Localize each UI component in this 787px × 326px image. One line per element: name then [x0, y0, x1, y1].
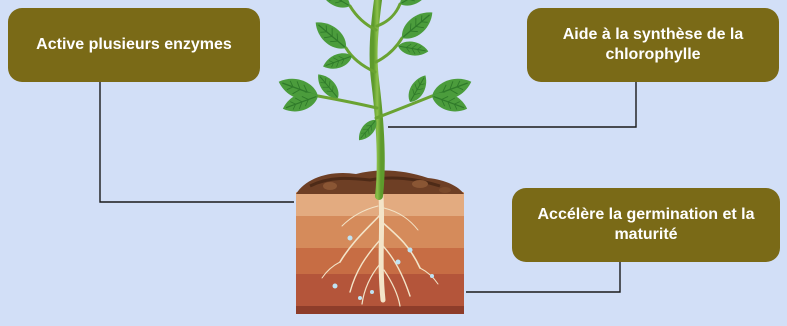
label-enzymes: Active plusieurs enzymes: [36, 35, 232, 55]
label-box-germination: Accélère la germination et la maturité: [512, 188, 780, 262]
label-germination: Accélère la germination et la maturité: [522, 205, 770, 245]
label-chlorophyll: Aide à la synthèse de la chlorophylle: [537, 25, 769, 65]
label-box-enzymes: Active plusieurs enzymes: [8, 8, 260, 82]
label-box-chlorophyll: Aide à la synthèse de la chlorophylle: [527, 8, 779, 82]
